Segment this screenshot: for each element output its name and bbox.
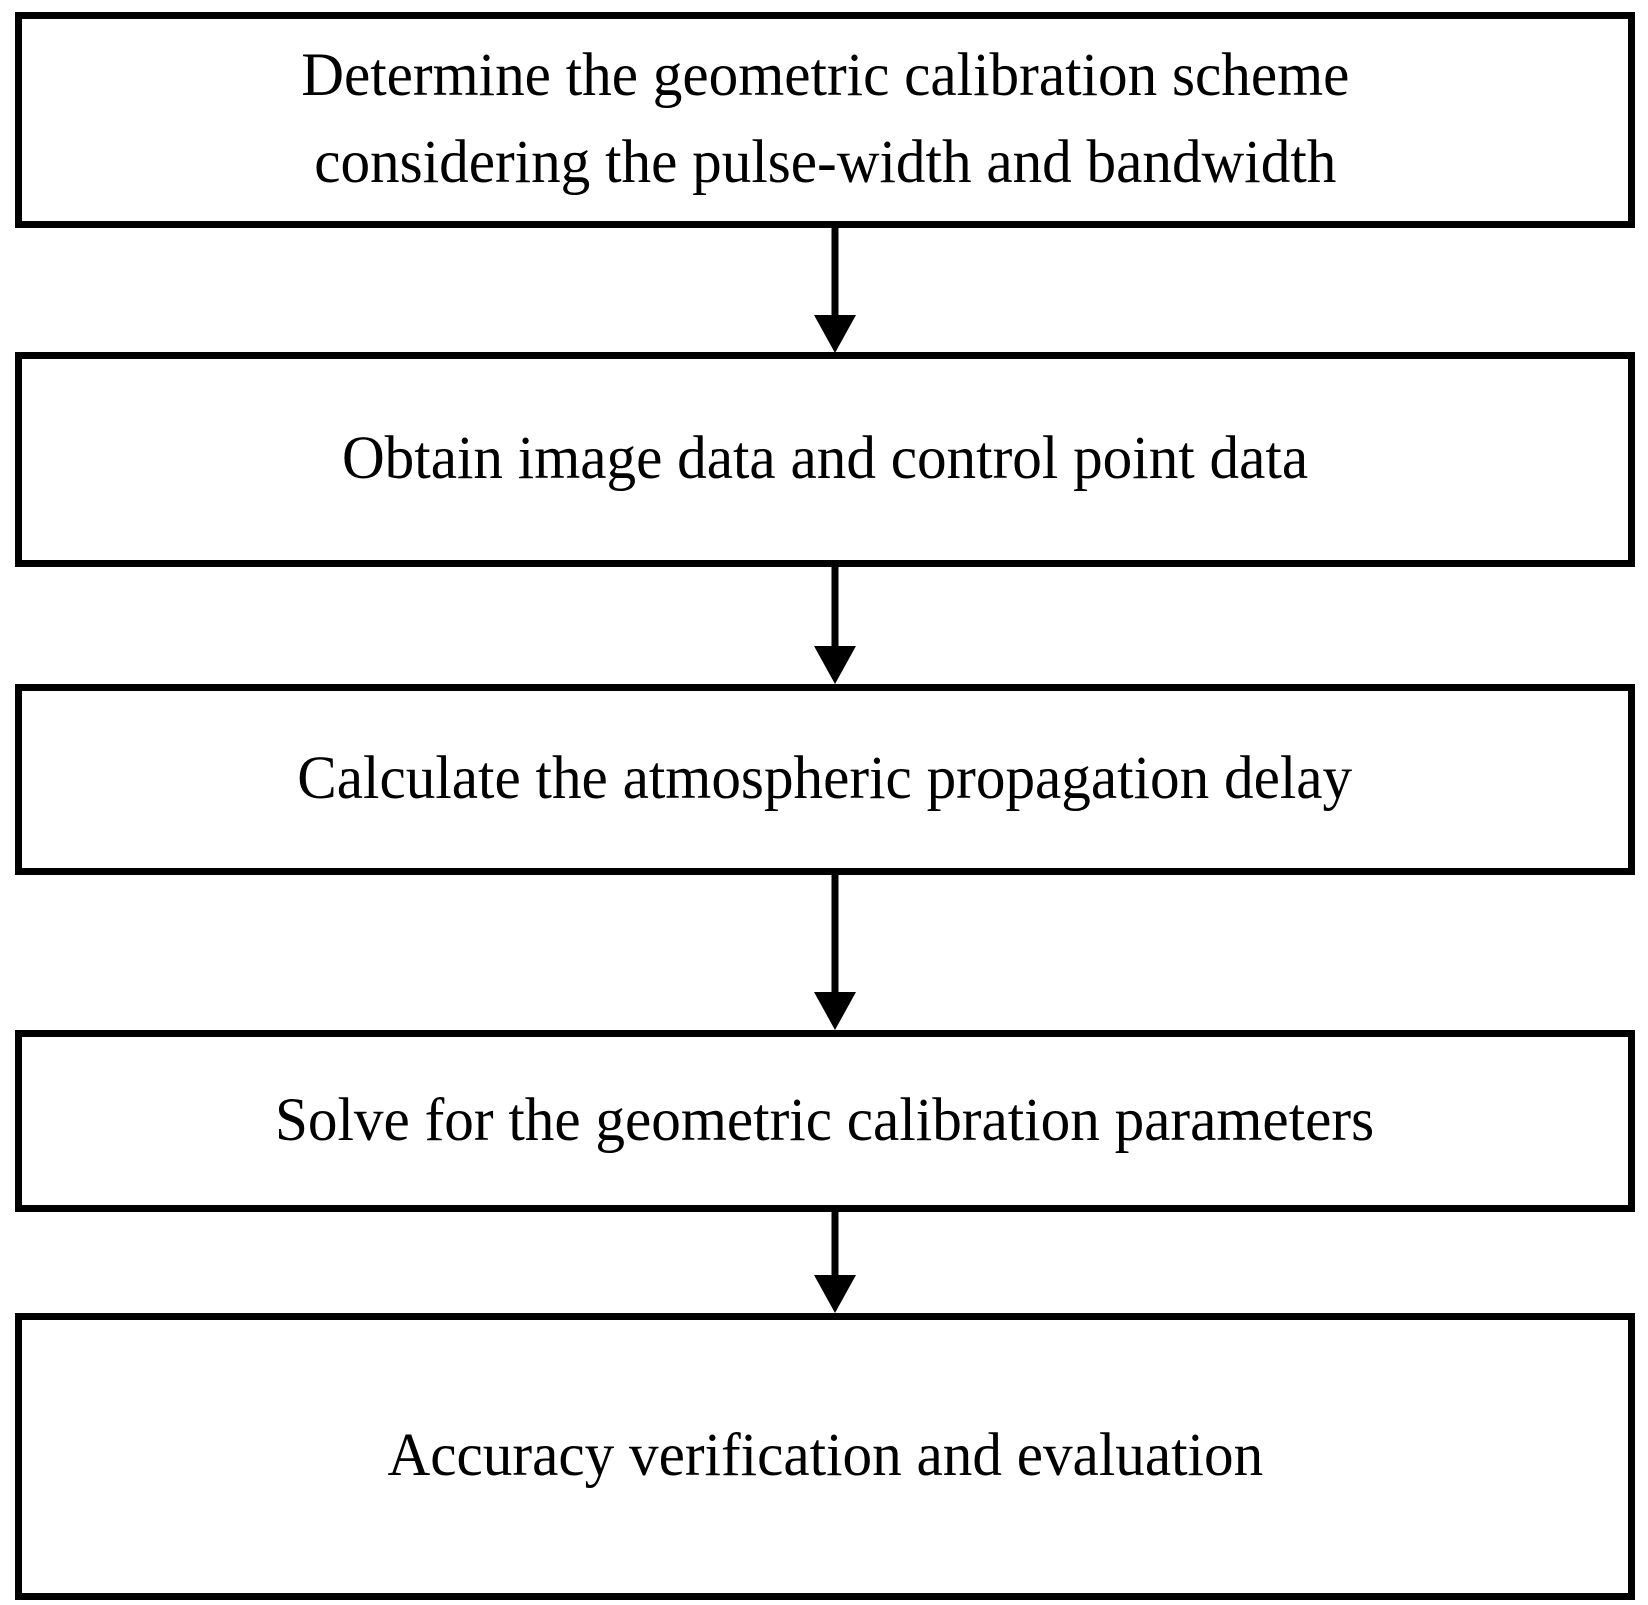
flowchart-connector-2 [0, 567, 1648, 684]
flowchart-node-label: Solve for the geometric calibration para… [275, 1086, 1375, 1154]
flowchart-node-label: Calculate the atmospheric propagation de… [297, 745, 1353, 813]
flowchart-node-label: Obtain image data and control point data [341, 425, 1309, 493]
flowchart-node-determine-scheme[interactable]: Determine the geometric calibration sche… [15, 12, 1635, 228]
flowchart-node-calculate-delay[interactable]: Calculate the atmospheric propagation de… [15, 684, 1635, 875]
flowchart-node-solve-parameters[interactable]: Solve for the geometric calibration para… [15, 1030, 1635, 1212]
flowchart-node-accuracy-verification[interactable]: Accuracy verification and evaluation [15, 1313, 1635, 1600]
flowchart-node-label: Determine the geometric calibration sche… [300, 42, 1350, 196]
flowchart-connector-1 [0, 228, 1648, 353]
flowchart-connector-4 [0, 1212, 1648, 1313]
flowchart-connector-3 [0, 875, 1648, 1030]
flowchart-node-obtain-data[interactable]: Obtain image data and control point data [15, 352, 1635, 567]
flowchart-node-label: Accuracy verification and evaluation [387, 1422, 1263, 1490]
